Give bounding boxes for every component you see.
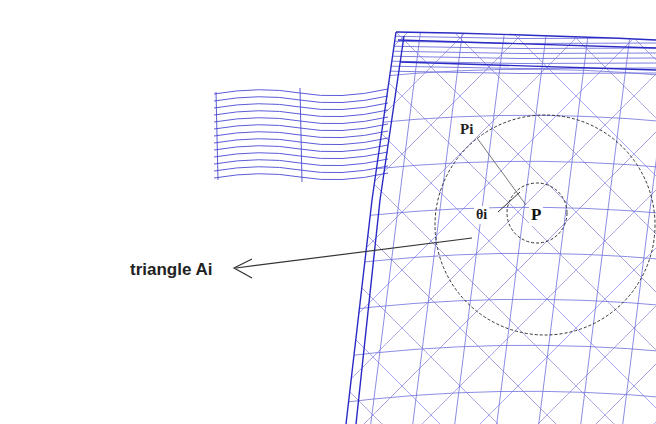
mesh-line	[16, 0, 456, 424]
mesh-line	[0, 0, 398, 424]
sleeve-line	[214, 103, 388, 110]
sleeve-line	[216, 92, 218, 180]
label-text: P	[531, 205, 541, 224]
mesh-line	[0, 0, 340, 424]
label-text: Pi	[460, 121, 473, 137]
border-line	[356, 36, 404, 424]
sleeve-line	[214, 96, 388, 103]
mesh-line	[622, 20, 656, 424]
mesh-line	[330, 253, 656, 266]
sleeve-line	[214, 159, 388, 166]
angle-label: θi	[474, 206, 489, 224]
mesh-line	[0, 0, 440, 424]
sleeve-mesh	[214, 88, 388, 182]
mesh-line	[330, 345, 656, 358]
mesh-line	[348, 0, 656, 424]
sleeve-line	[214, 173, 388, 180]
border-line	[346, 32, 396, 424]
arrow-head	[234, 259, 252, 278]
mesh-border	[346, 32, 656, 424]
mesh-line	[232, 0, 656, 424]
point-label: Pi	[458, 120, 475, 139]
label-text: θi	[476, 207, 487, 222]
mesh-line	[538, 20, 590, 424]
label-text: triangle Ai	[130, 260, 213, 279]
mesh-line	[248, 0, 656, 424]
border-line	[398, 40, 656, 48]
point-label: P	[529, 204, 543, 226]
leader-line	[236, 238, 472, 268]
mesh-line	[364, 0, 656, 424]
sleeve-line	[214, 166, 388, 173]
sleeve-line	[300, 88, 302, 182]
border-line	[400, 62, 656, 70]
mesh-line	[330, 391, 656, 404]
border-line	[396, 32, 656, 40]
mesh-line	[380, 56, 656, 59]
mesh-line	[380, 51, 656, 54]
mesh-line	[454, 20, 506, 424]
sleeve-line	[214, 89, 388, 96]
mesh-line	[306, 0, 656, 424]
callout-label: triangle Ai	[128, 259, 215, 281]
edge-line	[477, 138, 526, 205]
mesh-line	[412, 20, 464, 424]
neighborhood-circle	[435, 115, 655, 335]
mesh-line	[380, 71, 656, 74]
mesh-line	[328, 20, 380, 424]
mesh-line	[290, 0, 656, 424]
angle-line	[498, 192, 520, 212]
